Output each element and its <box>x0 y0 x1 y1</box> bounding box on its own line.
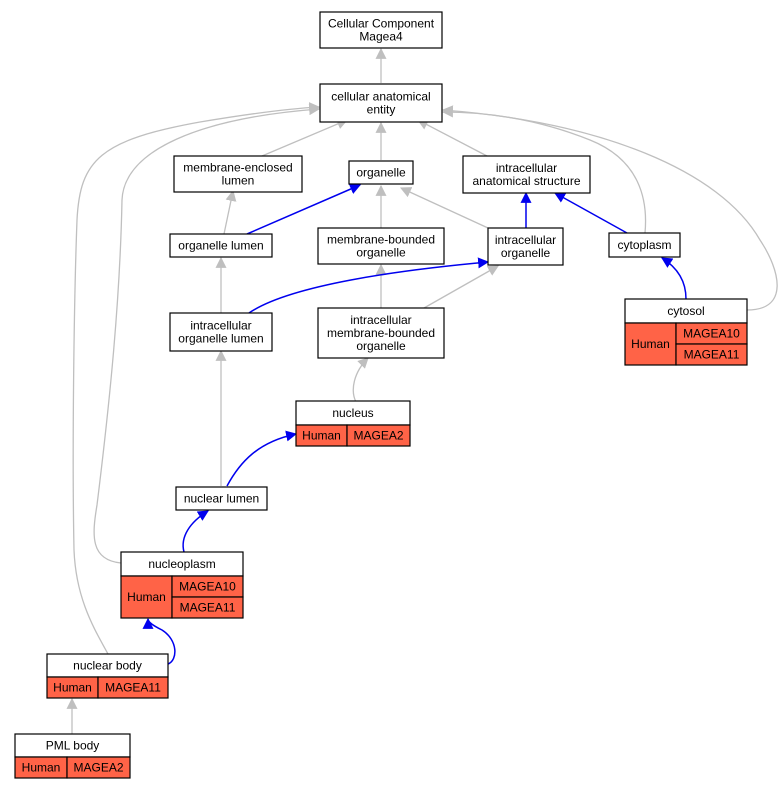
gene-label: MAGEA11 <box>684 348 740 362</box>
term-label: intracellular <box>190 319 251 333</box>
term-box <box>295 400 411 426</box>
term-box <box>319 83 443 123</box>
term-label: nuclear lumen <box>184 492 259 506</box>
term-box <box>169 312 273 352</box>
species-label: Human <box>302 429 341 443</box>
gene-cell <box>97 676 169 699</box>
term-label: organelle <box>501 246 551 260</box>
term-label: organelle <box>356 339 406 353</box>
term-label: intracellular <box>496 161 557 175</box>
edge-nb-to-cae <box>72 102 321 655</box>
term-label: organelle lumen <box>178 239 263 253</box>
species-label: Human <box>22 761 61 775</box>
gene-label: MAGEA10 <box>683 327 740 341</box>
term-label: intracellular <box>495 233 556 247</box>
species-label: Human <box>631 337 670 351</box>
gene-label: MAGEA11 <box>105 681 161 695</box>
term-label: cytosol <box>667 304 704 318</box>
edge-nucleoplasm-to-cae <box>93 104 321 564</box>
gene-label: MAGEA2 <box>73 761 123 775</box>
gene-label: MAGEA11 <box>180 601 236 615</box>
edge-nl-part-of-nucleus <box>226 430 298 487</box>
edge-imbo-to-io <box>423 265 499 309</box>
gene-cell <box>66 756 131 779</box>
term-node-organelle-lumen[interactable]: organelle lumen <box>169 233 273 258</box>
term-label: membrane-enclosed <box>183 161 292 175</box>
species-label: Human <box>53 681 92 695</box>
term-box <box>173 155 303 193</box>
term-box <box>348 160 414 185</box>
edge-ol-to-mel <box>223 189 237 235</box>
term-label: intracellular <box>350 313 411 327</box>
gene-cell <box>346 424 411 447</box>
edge-cytoplasm-part-of-ias <box>554 192 628 234</box>
term-box <box>317 227 445 265</box>
edges <box>66 47 778 734</box>
term-label: Cellular Component <box>328 17 435 31</box>
edge-cytosol-part-of-cytoplasm <box>661 257 687 300</box>
term-label: Magea4 <box>359 30 403 44</box>
term-box <box>462 155 591 194</box>
gene-cell <box>171 596 244 619</box>
term-box <box>175 486 268 511</box>
edge-nucleoplasm-part-of-nl <box>182 510 209 553</box>
term-label: nucleoplasm <box>148 557 215 571</box>
edge-nucleus-to-imbo <box>352 357 369 403</box>
term-box <box>487 227 564 266</box>
term-label: cellular anatomical <box>331 90 430 104</box>
term-box <box>624 298 748 324</box>
edge-mel-to-cae <box>261 118 349 157</box>
term-node-cytoplasm[interactable]: cytoplasm <box>608 232 681 258</box>
edge-io-to-organelle <box>400 187 489 229</box>
term-label: cytoplasm <box>617 238 671 252</box>
term-label: organelle <box>356 166 406 180</box>
term-box <box>169 233 273 258</box>
species-cell <box>624 322 677 366</box>
edge-cytosol-to-cae <box>441 105 778 311</box>
term-box <box>317 307 445 359</box>
term-label: membrane-bounded <box>327 233 435 247</box>
term-box <box>120 551 244 577</box>
edge-nb-part-of-nucleoplasm <box>142 617 176 665</box>
term-node-nuclear-lumen[interactable]: nuclear lumen <box>175 486 268 511</box>
term-label: nuclear body <box>73 659 142 673</box>
term-box <box>319 11 443 49</box>
term-label: organelle <box>356 246 406 260</box>
term-label: anatomical structure <box>472 174 580 188</box>
term-label: organelle lumen <box>178 332 263 346</box>
edge-ias-to-cae <box>417 119 488 157</box>
term-label: PML body <box>46 739 100 753</box>
term-label: entity <box>367 103 396 117</box>
gene-label: MAGEA10 <box>179 580 236 594</box>
species-label: Human <box>127 590 166 604</box>
edge-iol-part-of-io <box>248 257 490 314</box>
term-label: lumen <box>222 174 255 188</box>
gene-cell <box>675 343 748 366</box>
gene-label: MAGEA2 <box>353 429 403 443</box>
edge-ol-part-of-organelle <box>246 183 362 235</box>
term-label: nucleus <box>332 406 373 420</box>
term-box <box>608 232 681 258</box>
term-label: membrane-bounded <box>327 326 435 340</box>
term-node-organelle[interactable]: organelle <box>348 160 414 185</box>
